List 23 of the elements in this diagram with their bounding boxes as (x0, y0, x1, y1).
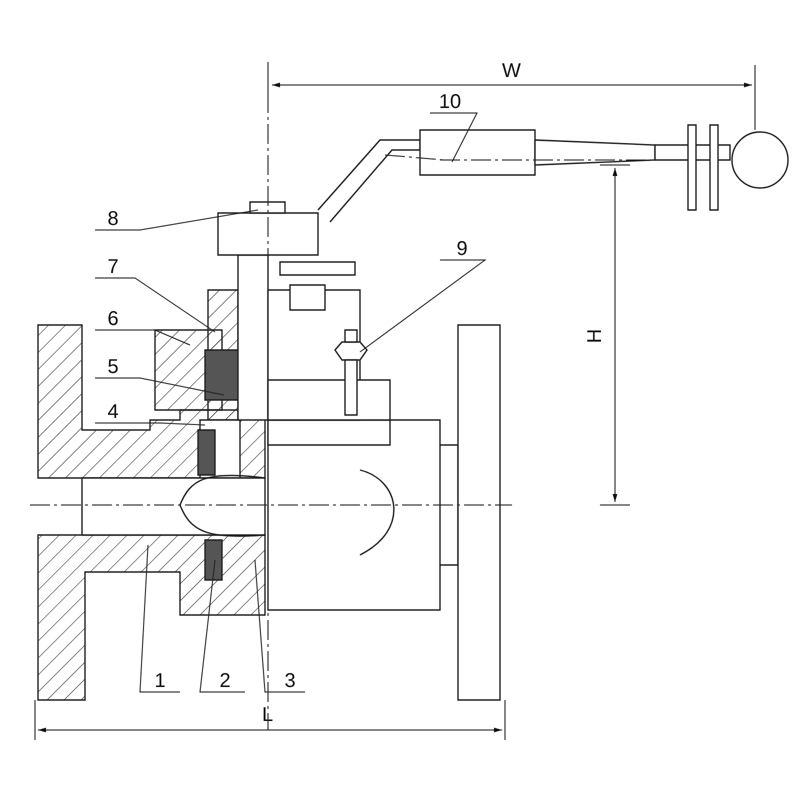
leader-line (94, 210, 258, 230)
callout-number: 2 (212, 670, 238, 692)
leader-line (94, 422, 206, 426)
dimension-label: W (502, 60, 521, 82)
leader-line (430, 112, 478, 162)
leader-line (199, 560, 246, 692)
leader-line (94, 278, 216, 332)
callout-number: 10 (437, 91, 463, 113)
leader-line (139, 544, 180, 692)
callout-number: 6 (100, 308, 126, 330)
leader-line (360, 260, 487, 352)
callout-number: 5 (100, 356, 126, 378)
callout-number: 8 (100, 208, 126, 230)
callout-number: 1 (147, 670, 173, 692)
dimension-label: H (584, 328, 606, 344)
leader-line (94, 378, 224, 396)
callout-number: 9 (449, 238, 475, 260)
callout-number: 4 (100, 401, 126, 423)
callout-number: 3 (277, 670, 303, 692)
leader-line (254, 560, 306, 692)
dimension-label: L (262, 704, 274, 726)
leader-line (94, 330, 190, 346)
callout-number: 7 (100, 256, 126, 278)
